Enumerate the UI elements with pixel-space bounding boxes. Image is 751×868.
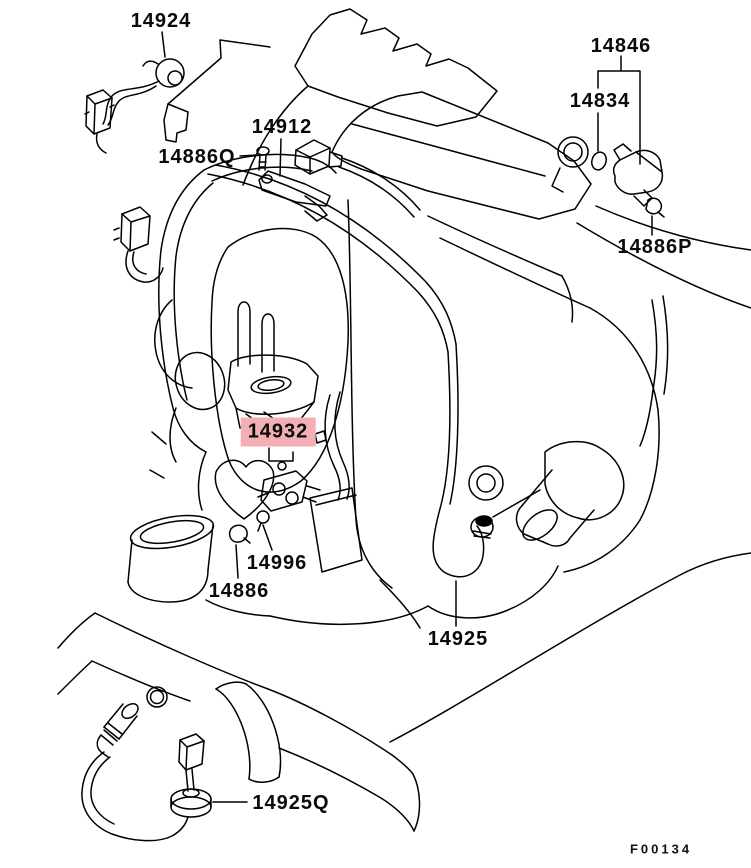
bolt-14996-drawing: [256, 510, 270, 532]
part-label-14886q[interactable]: 14886Q: [158, 146, 236, 168]
leader-14932: [268, 447, 294, 462]
leader-14886: [235, 544, 239, 579]
part-label-14996[interactable]: 14996: [246, 552, 308, 574]
harness-connector-drawing: [113, 206, 164, 283]
part-label-14925[interactable]: 14925: [427, 628, 489, 650]
coolant-sensor-drawing: [257, 391, 350, 512]
cylinder-head-drawing: [427, 205, 751, 521]
part-label-14932-highlighted[interactable]: 14932: [240, 417, 316, 447]
part-label-14886[interactable]: 14886: [208, 580, 270, 602]
engine-block-drawing: [205, 199, 751, 743]
leader-lines: [161, 31, 653, 803]
valve-cover-drawing: [163, 8, 592, 220]
front-accessory-drawing: [149, 299, 226, 511]
part-label-14925q[interactable]: 14925Q: [252, 792, 330, 814]
exhaust-pipe-drawing: [57, 612, 421, 842]
part-label-14886p[interactable]: 14886P: [617, 236, 693, 258]
bolt-14886q-drawing: [256, 146, 270, 171]
leader-14996: [262, 524, 273, 551]
part-label-14912[interactable]: 14912: [251, 116, 313, 138]
oil-filter-drawing: [127, 514, 215, 603]
knock-sensor-drawing: [84, 58, 185, 154]
cam-sensor-drawing: [591, 143, 665, 218]
leader-14886q: [239, 154, 258, 157]
part-label-14834[interactable]: 14834: [569, 90, 631, 112]
leader-14846: [597, 55, 641, 165]
part-label-14846[interactable]: 14846: [590, 35, 652, 57]
figure-code: F00134: [629, 841, 693, 857]
casting-detail-drawing: [214, 459, 275, 520]
leader-14912: [279, 138, 282, 177]
part-label-14924[interactable]: 14924: [130, 10, 192, 32]
leader-14924: [161, 31, 166, 58]
bolt-14886-drawing: [228, 524, 251, 544]
bracket-14912-drawing: [258, 139, 421, 222]
